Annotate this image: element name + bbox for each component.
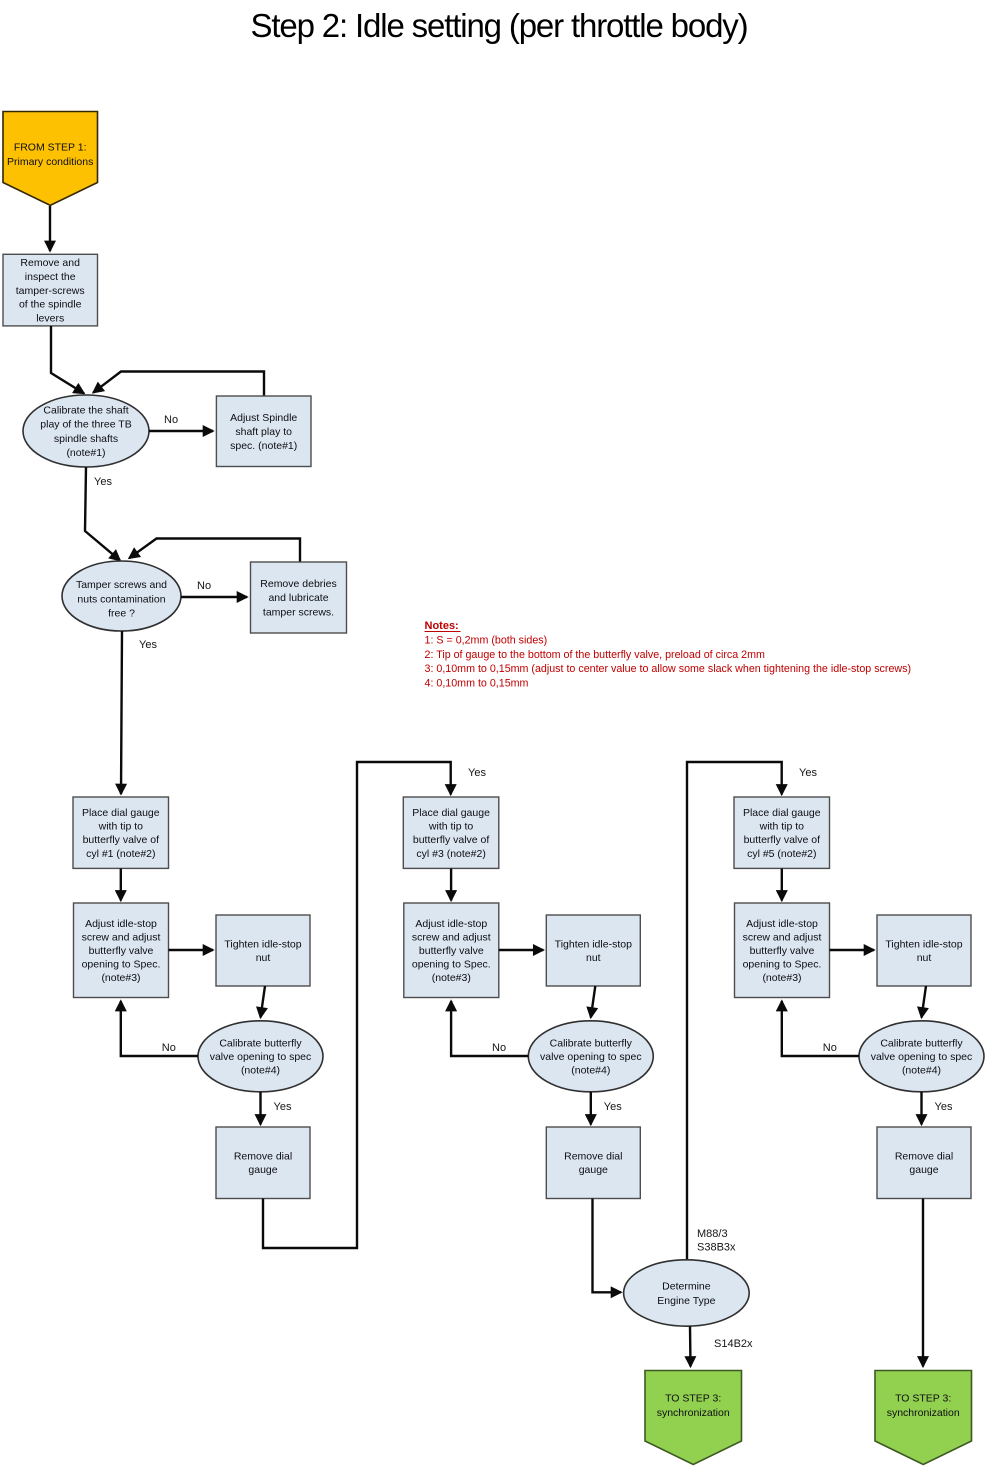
svg-text:and lubricate: and lubricate xyxy=(268,592,328,604)
svg-text:Yes: Yes xyxy=(274,1101,292,1113)
svg-text:Yes: Yes xyxy=(604,1101,622,1113)
svg-text:Remove dial: Remove dial xyxy=(564,1151,622,1163)
svg-text:gauge: gauge xyxy=(248,1164,277,1176)
svg-text:opening to Spec.: opening to Spec. xyxy=(412,958,491,970)
svg-text:Adjust idle-stop: Adjust idle-stop xyxy=(415,918,487,930)
svg-text:cyl #5 (note#2): cyl #5 (note#2) xyxy=(747,848,816,860)
svg-text:Tamper screws and: Tamper screws and xyxy=(76,579,167,591)
svg-text:valve opening to spec: valve opening to spec xyxy=(871,1051,973,1063)
svg-text:with tip to: with tip to xyxy=(759,821,805,833)
svg-text:Yes: Yes xyxy=(799,767,817,779)
svg-text:Primary conditions: Primary conditions xyxy=(7,156,93,168)
svg-text:1: S = 0,2mm (both sides): 1: S = 0,2mm (both sides) xyxy=(425,635,548,647)
svg-text:Place dial gauge: Place dial gauge xyxy=(743,807,821,819)
svg-text:screw and adjust: screw and adjust xyxy=(743,931,822,943)
svg-text:shaft play to: shaft play to xyxy=(235,426,292,438)
svg-text:(note#4): (note#4) xyxy=(241,1065,280,1077)
svg-text:Notes:: Notes: xyxy=(425,620,459,632)
svg-text:butterfly valve of: butterfly valve of xyxy=(744,834,821,846)
svg-text:valve opening to spec: valve opening to spec xyxy=(540,1051,642,1063)
svg-text:synchronization: synchronization xyxy=(657,1407,730,1419)
svg-text:FROM STEP 1:: FROM STEP 1: xyxy=(14,142,87,154)
svg-text:Remove dial: Remove dial xyxy=(234,1151,292,1163)
svg-text:Tighten idle-stop: Tighten idle-stop xyxy=(885,938,962,950)
svg-text:spec. (note#1): spec. (note#1) xyxy=(230,440,297,452)
svg-text:No: No xyxy=(164,414,178,426)
svg-text:TO STEP 3:: TO STEP 3: xyxy=(665,1393,721,1405)
svg-text:Remove dial: Remove dial xyxy=(895,1151,953,1163)
svg-text:butterfly valve: butterfly valve xyxy=(750,945,815,957)
svg-text:opening to Spec.: opening to Spec. xyxy=(82,958,161,970)
svg-text:butterfly valve of: butterfly valve of xyxy=(413,834,490,846)
svg-text:nut: nut xyxy=(586,952,601,964)
svg-text:Tighten idle-stop: Tighten idle-stop xyxy=(555,938,632,950)
svg-text:spindle shafts: spindle shafts xyxy=(54,433,118,445)
svg-text:Determine: Determine xyxy=(662,1280,711,1292)
svg-text:tamper-screws: tamper-screws xyxy=(16,285,85,297)
svg-text:Remove and: Remove and xyxy=(20,257,80,269)
svg-text:with tip to: with tip to xyxy=(428,821,474,833)
svg-text:Adjust idle-stop: Adjust idle-stop xyxy=(85,918,157,930)
svg-text:Calibrate butterfly: Calibrate butterfly xyxy=(219,1037,302,1049)
svg-text:No: No xyxy=(162,1042,176,1054)
svg-text:levers: levers xyxy=(36,313,64,325)
svg-text:synchronization: synchronization xyxy=(887,1407,960,1419)
svg-text:butterfly valve: butterfly valve xyxy=(89,945,154,957)
svg-text:gauge: gauge xyxy=(909,1164,938,1176)
svg-text:Yes: Yes xyxy=(139,639,157,651)
svg-text:Calibrate butterfly: Calibrate butterfly xyxy=(880,1037,963,1049)
svg-text:Yes: Yes xyxy=(94,476,112,488)
svg-text:cyl #1 (note#2): cyl #1 (note#2) xyxy=(86,848,155,860)
svg-text:free ?: free ? xyxy=(108,608,135,620)
svg-text:Calibrate the shaft: Calibrate the shaft xyxy=(43,404,128,416)
svg-text:Yes: Yes xyxy=(468,767,486,779)
svg-text:gauge: gauge xyxy=(579,1164,608,1176)
svg-text:butterfly valve: butterfly valve xyxy=(419,945,484,957)
svg-text:Adjust idle-stop: Adjust idle-stop xyxy=(746,918,818,930)
svg-text:Step 2: Idle setting (per thro: Step 2: Idle setting (per throttle body) xyxy=(251,7,748,44)
svg-text:valve opening to spec: valve opening to spec xyxy=(210,1051,312,1063)
svg-text:4: 0,10mm to 0,15mm: 4: 0,10mm to 0,15mm xyxy=(425,677,529,689)
svg-text:play of the three TB: play of the three TB xyxy=(40,419,131,431)
svg-text:TO STEP 3:: TO STEP 3: xyxy=(895,1393,951,1405)
svg-text:M88/3: M88/3 xyxy=(697,1228,728,1240)
svg-text:(note#4): (note#4) xyxy=(571,1065,610,1077)
svg-text:No: No xyxy=(492,1042,506,1054)
svg-text:Yes: Yes xyxy=(935,1101,953,1113)
svg-text:Remove debries: Remove debries xyxy=(260,578,336,590)
svg-text:of the spindle: of the spindle xyxy=(19,299,82,311)
svg-text:Tighten idle-stop: Tighten idle-stop xyxy=(224,938,301,950)
svg-text:inspect the: inspect the xyxy=(25,271,76,283)
svg-text:screw and adjust: screw and adjust xyxy=(412,931,491,943)
svg-text:No: No xyxy=(197,580,211,592)
svg-text:Adjust Spindle: Adjust Spindle xyxy=(230,412,297,424)
svg-text:nut: nut xyxy=(256,952,271,964)
svg-text:No: No xyxy=(823,1042,837,1054)
svg-text:(note#3): (note#3) xyxy=(101,972,140,984)
svg-text:nuts contamination: nuts contamination xyxy=(77,593,165,605)
svg-text:Calibrate butterfly: Calibrate butterfly xyxy=(550,1037,633,1049)
svg-text:S38B3x: S38B3x xyxy=(697,1242,736,1254)
svg-text:with tip to: with tip to xyxy=(98,821,144,833)
svg-text:(note#4): (note#4) xyxy=(902,1065,941,1077)
svg-text:3: 0,10mm to 0,15mm (adjust to: 3: 0,10mm to 0,15mm (adjust to center va… xyxy=(425,663,912,675)
svg-text:tamper screws.: tamper screws. xyxy=(263,606,334,618)
svg-text:nut: nut xyxy=(917,952,932,964)
svg-text:2: Tip of gauge to the bottom: 2: Tip of gauge to the bottom of the but… xyxy=(425,649,765,661)
svg-text:opening to Spec.: opening to Spec. xyxy=(743,958,822,970)
svg-text:Place dial gauge: Place dial gauge xyxy=(82,807,160,819)
svg-text:Engine Type: Engine Type xyxy=(657,1295,715,1307)
svg-text:S14B2x: S14B2x xyxy=(714,1338,753,1350)
svg-text:(note#3): (note#3) xyxy=(762,972,801,984)
svg-text:screw and adjust: screw and adjust xyxy=(82,931,161,943)
svg-text:(note#3): (note#3) xyxy=(432,972,471,984)
svg-text:cyl #3 (note#2): cyl #3 (note#2) xyxy=(416,848,485,860)
svg-text:Place dial gauge: Place dial gauge xyxy=(412,807,490,819)
svg-text:(note#1): (note#1) xyxy=(66,447,105,459)
svg-text:butterfly valve of: butterfly valve of xyxy=(83,834,160,846)
